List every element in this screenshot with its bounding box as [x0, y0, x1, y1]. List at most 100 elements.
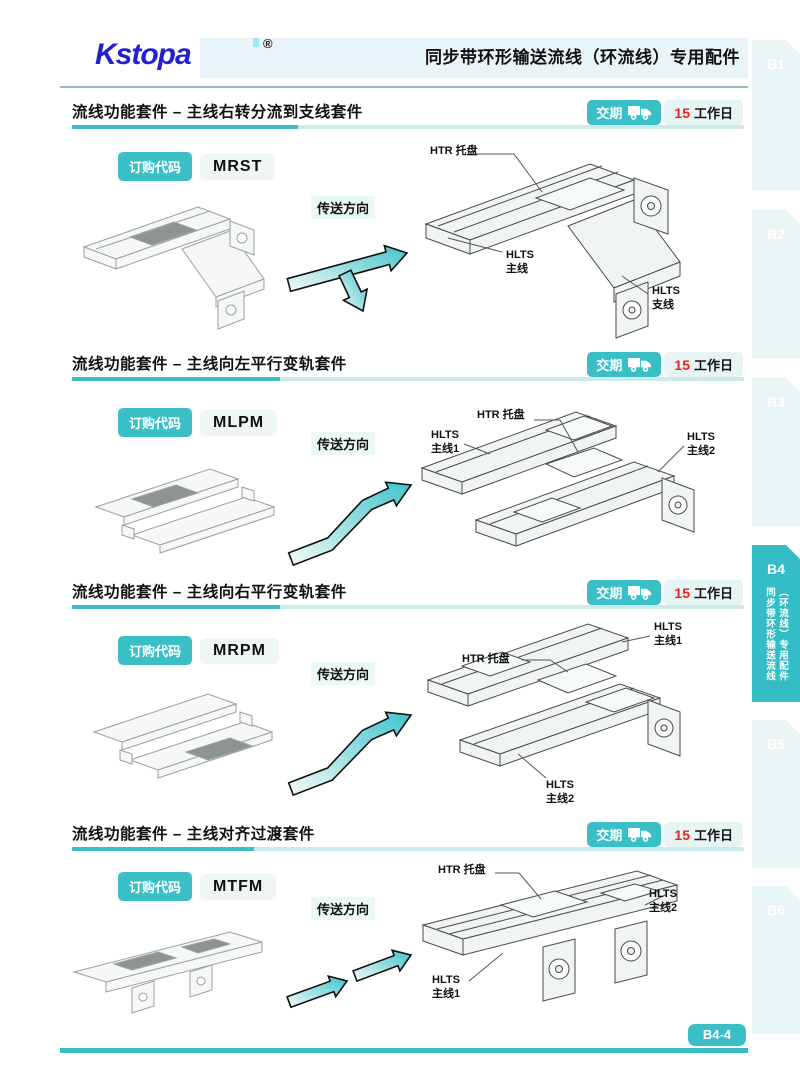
section-left-parallel-transfer: 流线功能套件 – 主线向左平行变轨套件 交期 15 工作日 订购代码 MLPM	[60, 352, 748, 580]
section-aligned-transition: 流线功能套件 – 主线对齐过渡套件 交期 15 工作日 订购代码 MTFM	[60, 822, 748, 1037]
delivery-time-chip: 15 工作日	[664, 580, 743, 605]
diagram-label-hlts-mainline2: HLTS 主线2	[649, 888, 678, 915]
delivery-tag: 交期	[587, 352, 662, 377]
section-title-rule-accent	[72, 847, 254, 851]
logo-accent-mark	[253, 38, 259, 47]
technical-drawing	[424, 153, 681, 339]
order-code-value: MLPM	[200, 409, 278, 436]
diagram-label-htr-pallet: HTR 托盘	[438, 864, 486, 876]
section-main-to-branch-divert: 流线功能套件 – 主线右转分流到支线套件 交期 15 工作日 订购代码 MRST	[60, 100, 748, 352]
delivery-tag: 交期	[587, 100, 662, 125]
delivery-time-chip: 15 工作日	[664, 100, 743, 125]
direction-label: 传送方向	[311, 897, 376, 920]
order-code-label: 订购代码	[118, 636, 193, 665]
delivery-label: 交期	[596, 586, 623, 601]
delivery-badge: 交期 15 工作日	[587, 100, 743, 125]
truck-icon	[628, 586, 652, 600]
brand-logo-text: Kstopa	[95, 38, 192, 71]
section-title: 流线功能套件 – 主线对齐过渡套件	[72, 826, 315, 843]
delivery-tag: 交期	[587, 822, 662, 847]
delivery-unit: 工作日	[693, 828, 733, 843]
technical-diagram-mlpm: HLTS 主线1 HTR 托盘 HLTS 主线2	[418, 392, 743, 577]
brand-logo: Kstopa ®	[95, 36, 273, 72]
product-render-mrpm	[92, 693, 274, 779]
tab-vertical-text-line2: （环流线）专用配件	[777, 587, 788, 682]
order-code-label: 订购代码	[118, 152, 193, 181]
delivery-label: 交期	[596, 828, 623, 843]
truck-icon	[628, 106, 652, 120]
side-tab-b4-label: B4	[767, 561, 785, 577]
delivery-label: 交期	[596, 358, 623, 373]
delivery-unit: 工作日	[693, 106, 733, 121]
s-curve-arrow-icon	[287, 481, 413, 567]
order-code-value: MRST	[200, 153, 276, 180]
section-title-rule-accent	[72, 377, 280, 381]
order-code-row: 订购代码 MRPM	[118, 636, 279, 665]
section-title: 流线功能套件 – 主线右转分流到支线套件	[72, 104, 363, 121]
diagram-label-htr-pallet: HTR 托盘	[430, 145, 478, 157]
technical-diagram-mrpm: HLTS 主线1 HTR 托盘 HLTS 主线2	[418, 608, 743, 820]
side-tab-b6[interactable]: B6	[752, 886, 800, 1034]
delivery-badge: 交期 15 工作日	[587, 352, 743, 377]
side-tab-b4-active[interactable]: B4 同步带环形输送流线 （环流线）专用配件	[752, 545, 800, 702]
delivery-days: 15	[674, 826, 690, 843]
order-code-value: MTFM	[200, 873, 277, 900]
diagram-label-hlts-mainline1: HLTS 主线1	[654, 621, 683, 648]
section-title-rule	[72, 605, 744, 609]
page-number-badge: B4-4	[688, 1024, 746, 1046]
delivery-tag: 交期	[587, 580, 662, 605]
page-title: 同步带环形输送流线（环流线）专用配件	[425, 48, 740, 67]
direction-block: 传送方向	[285, 432, 425, 574]
header-band	[200, 38, 748, 78]
technical-diagram-mrst: HTR 托盘 HLTS 主线 HLTS 支线	[418, 138, 740, 348]
delivery-unit: 工作日	[693, 358, 733, 373]
side-tab-b5-label: B5	[767, 736, 785, 752]
section-title-rule-accent	[72, 125, 298, 129]
delivery-badge: 交期 15 工作日	[587, 580, 743, 605]
direction-label: 传送方向	[311, 432, 376, 455]
diagram-label-htr-pallet: HTR 托盘	[477, 409, 525, 421]
delivery-days: 15	[674, 104, 690, 121]
side-tab-b1-label: B1	[767, 56, 785, 72]
technical-drawing	[421, 870, 679, 1002]
delivery-badge: 交期 15 工作日	[587, 822, 743, 847]
side-tab-b3-label: B3	[767, 394, 785, 410]
order-code-row: 订购代码 MTFM	[118, 872, 277, 901]
side-tab-b1[interactable]: B1	[752, 40, 800, 190]
s-curve-arrow-icon	[287, 711, 413, 797]
diagram-label-hlts-mainline1: HLTS 主线1	[431, 429, 460, 456]
side-tab-b3[interactable]: B3	[752, 378, 800, 526]
diagram-label-hlts-branchline: HLTS 支线	[652, 285, 680, 312]
diagram-label-hlts-mainline1: HLTS 主线1	[432, 974, 461, 1001]
header-rule	[60, 86, 748, 88]
section-title: 流线功能套件 – 主线向左平行变轨套件	[72, 356, 347, 373]
direction-block: 传送方向	[285, 897, 425, 1019]
direction-block: 传送方向	[285, 662, 425, 804]
technical-drawing	[426, 623, 681, 779]
footer-bar	[60, 1048, 748, 1053]
diagram-label-hlts-mainline2: HLTS 主线2	[687, 431, 716, 458]
double-arrow-icon	[286, 949, 413, 1009]
product-render-mrst	[82, 206, 265, 330]
tab-vertical-text-line1: 同步带环形输送流线	[764, 587, 775, 682]
direction-label: 传送方向	[311, 196, 376, 219]
side-tab-b2[interactable]: B2	[752, 210, 800, 358]
registered-trademark: ®	[263, 36, 273, 51]
side-tab-b6-label: B6	[767, 902, 785, 918]
truck-icon	[628, 358, 652, 372]
side-tab-b2-label: B2	[767, 226, 785, 242]
branch-arrow-icon	[286, 244, 409, 313]
order-code-label: 订购代码	[118, 408, 193, 437]
delivery-unit: 工作日	[693, 586, 733, 601]
delivery-days: 15	[674, 356, 690, 373]
section-title-rule-accent	[72, 605, 280, 609]
order-code-row: 订购代码 MRST	[118, 152, 276, 181]
order-code-value: MRPM	[200, 637, 279, 664]
technical-drawing	[420, 411, 695, 547]
diagram-label-hlts-mainline2: HLTS 主线2	[546, 779, 575, 806]
diagram-label-hlts-mainline: HLTS 主线	[506, 249, 534, 276]
side-tab-b5[interactable]: B5	[752, 720, 800, 868]
order-code-row: 订购代码 MLPM	[118, 408, 278, 437]
header: Kstopa ® 同步带环形输送流线（环流线）专用配件	[60, 34, 748, 80]
